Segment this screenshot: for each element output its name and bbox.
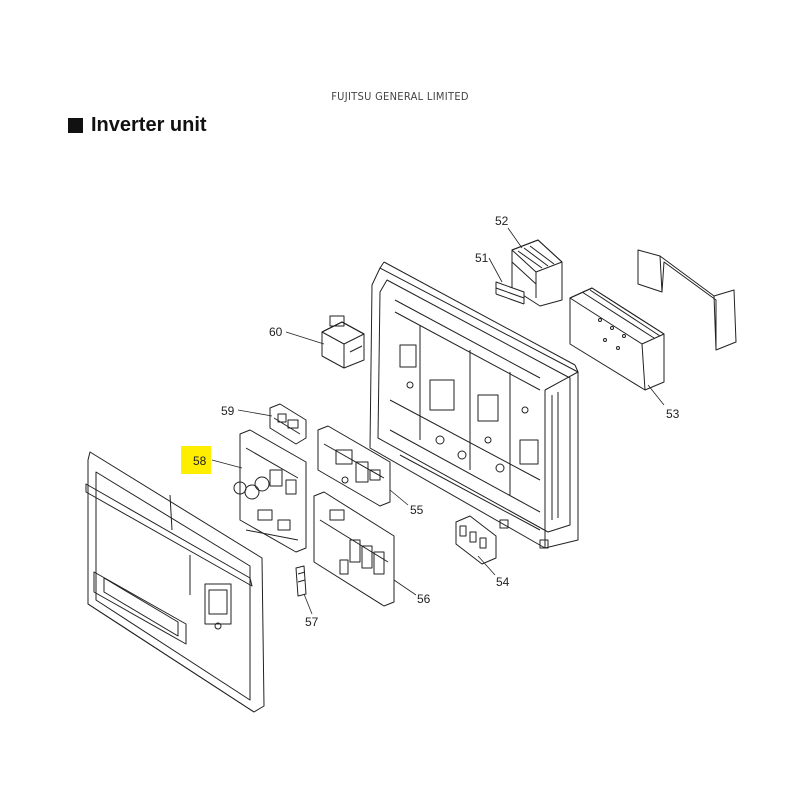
chassis-frame: [369, 261, 579, 549]
callout-60: 60: [269, 325, 283, 339]
part-57-connector: [295, 565, 307, 597]
part-56-main-pcb: [313, 491, 395, 607]
part-58-inverter-pcb: [233, 429, 307, 553]
front-panel: [85, 451, 265, 713]
part-52-heatsink: [511, 239, 563, 307]
callout-55: 55: [410, 503, 424, 517]
leader-lines: [211, 227, 665, 615]
part-54-terminal-block: [455, 515, 497, 565]
section-title: Inverter unit: [68, 114, 207, 137]
callout-52: 52: [495, 214, 509, 228]
highlight-box-58: [181, 446, 211, 474]
callout-59: 59: [221, 404, 235, 418]
part-59-pcb: [269, 403, 307, 445]
callout-58: 58: [193, 454, 207, 468]
callout-53: 53: [666, 407, 680, 421]
section-title-text: Inverter unit: [91, 114, 207, 136]
company-header: FUJITSU GENERAL LIMITED: [331, 90, 469, 103]
part-60-reactor: [321, 315, 365, 369]
callout-56: 56: [417, 592, 431, 606]
part-53-heatsink-assembly: [569, 249, 737, 391]
part-51-bracket: [495, 281, 525, 305]
callout-51: 51: [475, 251, 489, 265]
callout-54: 54: [496, 575, 510, 589]
part-55-control-pcb: [317, 425, 391, 507]
square-bullet-icon: [68, 118, 83, 133]
callout-57: 57: [305, 615, 319, 629]
